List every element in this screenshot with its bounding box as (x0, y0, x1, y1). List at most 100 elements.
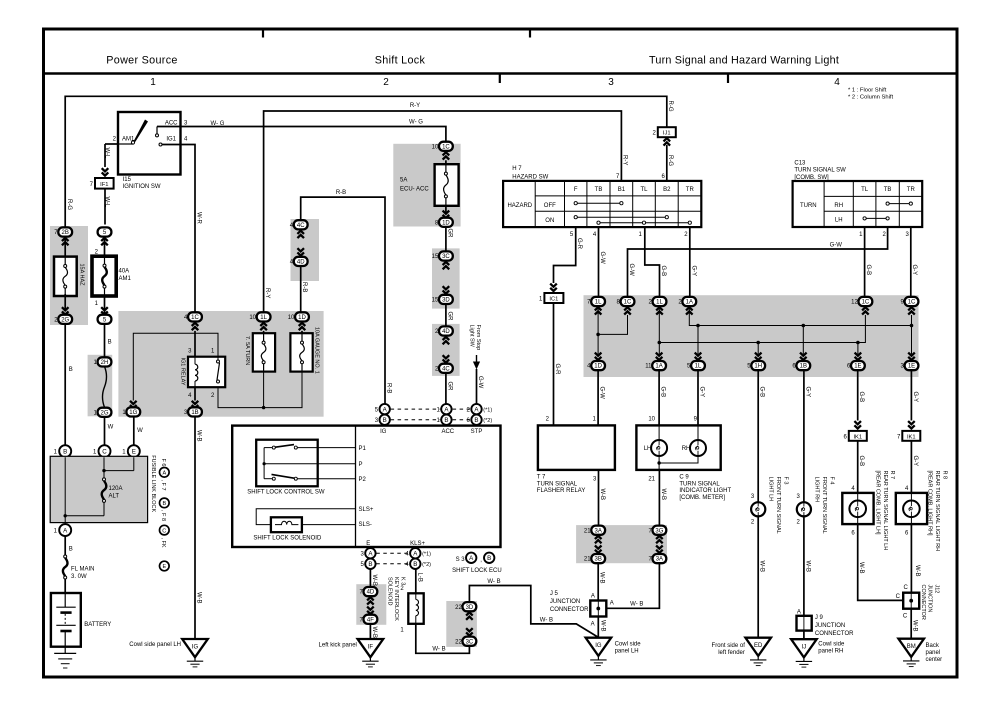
svg-text:E: E (366, 541, 370, 547)
svg-text:1: 1 (94, 360, 98, 366)
svg-text:3C: 3C (442, 254, 450, 260)
svg-text:FRONT TURN SIGNAL: FRONT TURN SIGNAL (775, 477, 781, 534)
svg-text:W-B: W-B (599, 620, 605, 632)
svg-text:15: 15 (432, 298, 439, 304)
svg-text:1: 1 (95, 301, 99, 307)
svg-text:IK1: IK1 (853, 434, 862, 440)
svg-text:7: 7 (616, 174, 620, 180)
svg-text:W- G: W- G (211, 121, 225, 127)
svg-text:R 7: R 7 (889, 471, 895, 480)
svg-text:7: 7 (587, 300, 591, 306)
svg-text:G-Y: G-Y (911, 265, 917, 276)
svg-text:[REAR COMB. LIGHT LH]: [REAR COMB. LIGHT LH] (874, 471, 880, 536)
svg-text:G-B: G-B (660, 387, 666, 398)
svg-text:C: C (102, 448, 107, 455)
svg-text:Shift Lock: Shift Lock (375, 55, 426, 67)
svg-text:1D: 1D (298, 315, 306, 321)
svg-text:1L: 1L (595, 300, 602, 306)
svg-text:3: 3 (593, 477, 597, 483)
svg-text:C: C (904, 585, 909, 591)
svg-text:3: 3 (375, 418, 379, 424)
svg-text:R-G: R-G (667, 101, 673, 112)
svg-text:G-Y: G-Y (804, 387, 810, 398)
svg-text:B: B (413, 561, 417, 568)
svg-text:IG: IG (192, 645, 199, 651)
svg-text:* 1 : Floor Shift: * 1 : Floor Shift (848, 88, 887, 94)
svg-text:A: A (368, 550, 373, 557)
svg-text:4: 4 (905, 486, 909, 492)
svg-text:W: W (108, 425, 114, 431)
svg-text:FRONT TURN SIGNAL: FRONT TURN SIGNAL (821, 477, 827, 534)
svg-text:B: B (368, 561, 372, 568)
svg-text:1C: 1C (442, 144, 450, 150)
svg-text:2G: 2G (100, 410, 108, 416)
svg-text:6: 6 (843, 434, 847, 440)
svg-text:C: C (903, 614, 908, 620)
svg-text:INDICATOR LIGHT: INDICATOR LIGHT (679, 488, 731, 494)
svg-text:1B: 1B (191, 410, 198, 416)
svg-text:G-W: G-W (477, 376, 483, 389)
svg-text:1A: 1A (686, 300, 693, 306)
svg-text:T 7: T 7 (537, 474, 546, 480)
svg-text:B: B (444, 417, 448, 424)
svg-text:7. 5A TURN: 7. 5A TURN (244, 336, 250, 365)
svg-text:W- B: W- B (432, 646, 445, 652)
svg-text:panel: panel (926, 650, 941, 656)
svg-text:B: B (63, 448, 67, 455)
svg-text:panel RH: panel RH (818, 648, 843, 654)
svg-text:4: 4 (851, 486, 855, 492)
svg-text:R-Y: R-Y (622, 155, 628, 165)
svg-text:5: 5 (687, 364, 691, 370)
svg-text:W-B: W-B (371, 627, 377, 639)
svg-text:2: 2 (95, 250, 99, 256)
svg-text:9: 9 (694, 417, 698, 423)
svg-text:A: A (797, 609, 801, 615)
svg-text:Cowl side panel LH: Cowl side panel LH (129, 642, 181, 648)
svg-text:1: 1 (93, 449, 97, 455)
svg-text:, FK: , FK (160, 538, 166, 548)
svg-text:A: A (591, 593, 595, 599)
svg-text:7: 7 (359, 617, 363, 623)
svg-text:C: C (162, 528, 166, 534)
svg-text:120A: 120A (109, 486, 123, 492)
svg-text:1: 1 (593, 417, 597, 423)
svg-text:IG1 RELAY: IG1 RELAY (180, 358, 186, 386)
svg-text:5: 5 (103, 317, 107, 323)
svg-text:IG: IG (380, 429, 387, 435)
svg-text:REAR TURN SIGNAL LIGHT RH: REAR TURN SIGNAL LIGHT RH (934, 471, 940, 552)
svg-text:A: A (383, 406, 388, 413)
svg-text:1: 1 (859, 232, 863, 238)
svg-text:JUNCTION: JUNCTION (927, 585, 933, 613)
svg-text:12: 12 (851, 300, 858, 306)
svg-text:G-B: G-B (865, 265, 871, 276)
svg-text:3: 3 (797, 494, 801, 500)
svg-text:1E: 1E (854, 364, 861, 370)
svg-text:SHIFT LOCK SOLENOID: SHIFT LOCK SOLENOID (253, 536, 322, 542)
svg-text:TURN SIGNAL: TURN SIGNAL (537, 481, 578, 487)
svg-text:RH: RH (834, 203, 843, 209)
svg-text:ACC: ACC (441, 429, 454, 435)
svg-text:10A GAUGE NO. 1: 10A GAUGE NO. 1 (314, 327, 320, 374)
svg-text:1: 1 (539, 297, 543, 303)
svg-text:G-W: G-W (830, 242, 843, 248)
svg-text:3A: 3A (656, 557, 663, 563)
svg-text:1: 1 (54, 449, 58, 455)
svg-text:1: 1 (436, 407, 440, 413)
svg-text:3: 3 (360, 551, 364, 557)
svg-text:F: F (574, 187, 578, 193)
svg-text:W- B: W- B (487, 579, 500, 585)
svg-text:R-B: R-B (301, 282, 307, 292)
svg-text:11: 11 (645, 364, 652, 370)
svg-text:B: B (474, 417, 478, 424)
svg-text:LH: LH (835, 218, 843, 224)
svg-text:G-R: G-R (576, 238, 582, 250)
svg-text:3C: 3C (466, 639, 474, 645)
svg-text:IG1: IG1 (166, 136, 176, 142)
svg-text:B2: B2 (663, 187, 671, 193)
svg-text:JUNCTION: JUNCTION (550, 599, 580, 605)
svg-text:SOLENOID: SOLENOID (386, 577, 392, 605)
svg-text:1E: 1E (908, 364, 915, 370)
svg-text:panel LH: panel LH (615, 648, 639, 654)
svg-text:1C: 1C (191, 315, 199, 321)
svg-text:5: 5 (570, 232, 574, 238)
